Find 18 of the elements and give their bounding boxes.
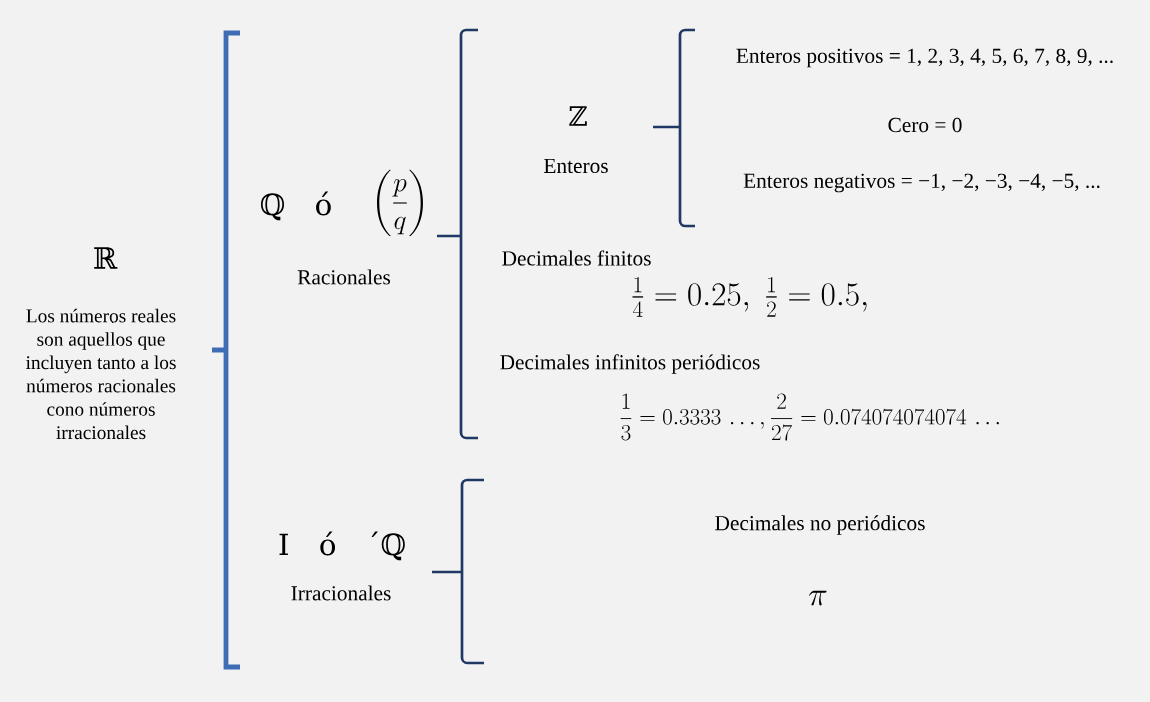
set-name: Irracionales: [291, 585, 391, 601]
subset-name: Decimales infinitos periódicos: [500, 354, 760, 374]
set-symbol: ℚ ó: [260, 191, 331, 221]
definition-text: Cero = 0: [888, 117, 962, 133]
formula: $\left(\frac{p}{q}\right)$: [377, 169, 423, 237]
set-symbol: ℝ: [94, 247, 118, 269]
definition-text: Enteros positivos = 1, 2, 3, 4, 5, 6, 7, 8, 9, ...: [736, 48, 1113, 68]
formula: $\frac{1}{4} = 0.25,\ \frac{1}{2} = 0.5,$: [632, 276, 867, 317]
subset-name: Decimales finitos: [502, 250, 651, 266]
formula: $\pi$: [809, 590, 827, 606]
set-name: Enteros: [544, 158, 608, 174]
definition-text: Los números reales son aquellos que incluyen tanto a los números racionales cono números irracionales: [25, 308, 176, 440]
subset-name: Decimales no periódicos: [715, 515, 925, 535]
set-name: Racionales: [297, 269, 391, 285]
set-symbol: ℤ: [569, 106, 587, 126]
set-symbol: I ó ´ℚ: [279, 531, 405, 561]
formula: $\frac{1}{3} = 0.3333\,\ldots,\frac{2}{27} = 0.074074074074\,\ldots$: [620, 393, 999, 441]
definition-text: Enteros negativos = −1, −2, −3, −4, −5, ...: [743, 173, 1100, 193]
